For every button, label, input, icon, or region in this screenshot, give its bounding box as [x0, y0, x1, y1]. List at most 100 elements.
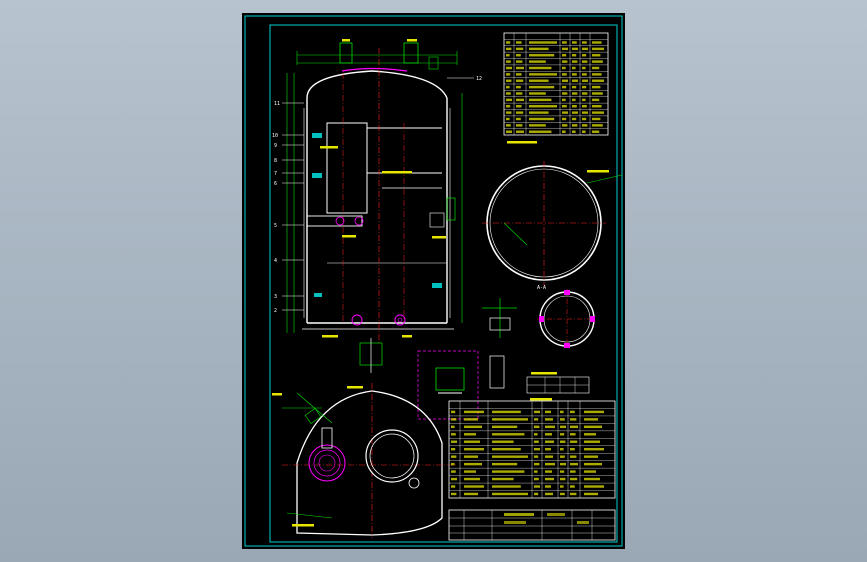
- table-cell-text: [562, 60, 568, 63]
- table-cell-text: [516, 130, 524, 133]
- table-cell-text: [506, 47, 512, 51]
- table-cell-text: [572, 54, 577, 57]
- table-cell-text: [592, 73, 602, 76]
- table-cell-text: [592, 66, 600, 70]
- table-cell-text: [562, 111, 568, 114]
- table-cell-text: [451, 433, 456, 436]
- table-cell-text: [506, 60, 511, 63]
- leader-3: 3: [274, 294, 277, 300]
- table-cell-text: [582, 66, 586, 70]
- table-cell-text: [451, 462, 455, 466]
- table-cell-text: [562, 92, 568, 95]
- table-cell-text: [529, 54, 555, 57]
- table-cell-text: [545, 425, 555, 429]
- nozzle-table: [526, 376, 590, 394]
- table-cell-text: [592, 47, 604, 51]
- table-cell-text: [572, 85, 577, 89]
- table-cell-text: [506, 124, 511, 127]
- leader-12: 12: [476, 76, 482, 82]
- table-cell-text: [592, 41, 602, 44]
- table-cell-text: [492, 485, 521, 488]
- table-cell-text: [584, 462, 602, 466]
- section-aa-view: A-A: [537, 285, 597, 349]
- table-cell-text: [534, 418, 539, 421]
- table-cell-text: [570, 455, 577, 458]
- table-cell-text: [451, 448, 456, 451]
- table-cell-text: [534, 425, 540, 429]
- table-cell-text: [534, 485, 540, 488]
- table-cell-text: [584, 485, 604, 488]
- table-cell-text: [572, 60, 578, 63]
- table-cell-text: [451, 455, 457, 458]
- table-cell-text: [506, 79, 512, 82]
- table-cell-text: [560, 485, 564, 488]
- table-cell-text: [516, 47, 524, 51]
- table-cell-text: [464, 410, 484, 414]
- table-cell-text: [516, 41, 522, 44]
- table-cell-text: [506, 92, 511, 95]
- table-cell-text: [464, 418, 478, 421]
- table-cell-text: [451, 410, 456, 414]
- table-cell-text: [584, 492, 598, 496]
- table-cell-text: [572, 105, 577, 108]
- cad-drawing: 11 10 9 8 7 6 5 4 3 2 12: [244, 15, 623, 547]
- table-cell-text: [562, 85, 567, 89]
- table-cell-text: [534, 462, 540, 466]
- table-cell-text: [506, 105, 511, 108]
- table-cell-text: [516, 124, 523, 127]
- table-cell-text: [570, 440, 578, 443]
- vessel-plan-view: [282, 383, 457, 538]
- shell-section-view: [482, 161, 623, 285]
- table-cell-text: [572, 130, 576, 133]
- table-cell-text: [592, 54, 601, 57]
- table-cell-text: [545, 455, 553, 458]
- table-cell-text: [592, 98, 600, 102]
- table-cell-text: [451, 418, 457, 421]
- table-cell-text: [592, 79, 604, 82]
- table-cell-text: [492, 455, 528, 458]
- table-cell-text: [572, 98, 576, 102]
- table-cell-text: [584, 455, 598, 458]
- table-cell-text: [570, 418, 577, 421]
- table-cell-text: [592, 130, 600, 133]
- table-cell-text: [560, 470, 565, 473]
- table-cell-text: [516, 54, 521, 57]
- table-cell-text: [529, 130, 552, 133]
- table-cell-text: [545, 462, 555, 466]
- leader-labels: 11 10 9 8 7 6 5 4 3 2 12: [272, 76, 482, 314]
- table-cell-text: [582, 73, 587, 76]
- nozzle-schedule-table: [448, 400, 616, 499]
- table-cell-text: [464, 425, 482, 429]
- table-cell-text: [529, 73, 557, 76]
- table-cell-text: [562, 47, 568, 51]
- table-cell-text: [545, 440, 554, 443]
- table-cell-text: [584, 433, 596, 436]
- outer-frame: [244, 15, 623, 547]
- table-cell-text: [562, 73, 567, 76]
- table-cell-text: [572, 92, 578, 95]
- table-cell-text: [582, 92, 588, 95]
- leader-5: 5: [274, 223, 277, 229]
- table-cell-text: [570, 485, 575, 488]
- table-cell-text: [545, 492, 553, 496]
- leader-6: 6: [274, 181, 277, 187]
- table-cell-text: [534, 433, 538, 436]
- table-cell-text: [516, 85, 521, 89]
- table-cell-text: [464, 455, 478, 458]
- table-cell-text: [572, 47, 578, 51]
- detail-bracket-view: [482, 298, 517, 338]
- table-cell-text: [451, 485, 456, 488]
- table-cell-text: [584, 418, 598, 421]
- table-cell-text: [582, 41, 587, 44]
- table-cell-text: [534, 410, 540, 414]
- leader-9: 9: [274, 143, 277, 149]
- table-cell-text: [592, 124, 603, 127]
- table-cell-text: [529, 124, 546, 127]
- table-cell-text: [582, 79, 588, 82]
- table-cell-text: [516, 98, 524, 102]
- title-block: [448, 509, 616, 541]
- table-cell-text: [516, 117, 521, 121]
- table-cell-text: [506, 98, 512, 102]
- table-cell-text: [506, 117, 510, 121]
- table-cell-text: [545, 448, 551, 451]
